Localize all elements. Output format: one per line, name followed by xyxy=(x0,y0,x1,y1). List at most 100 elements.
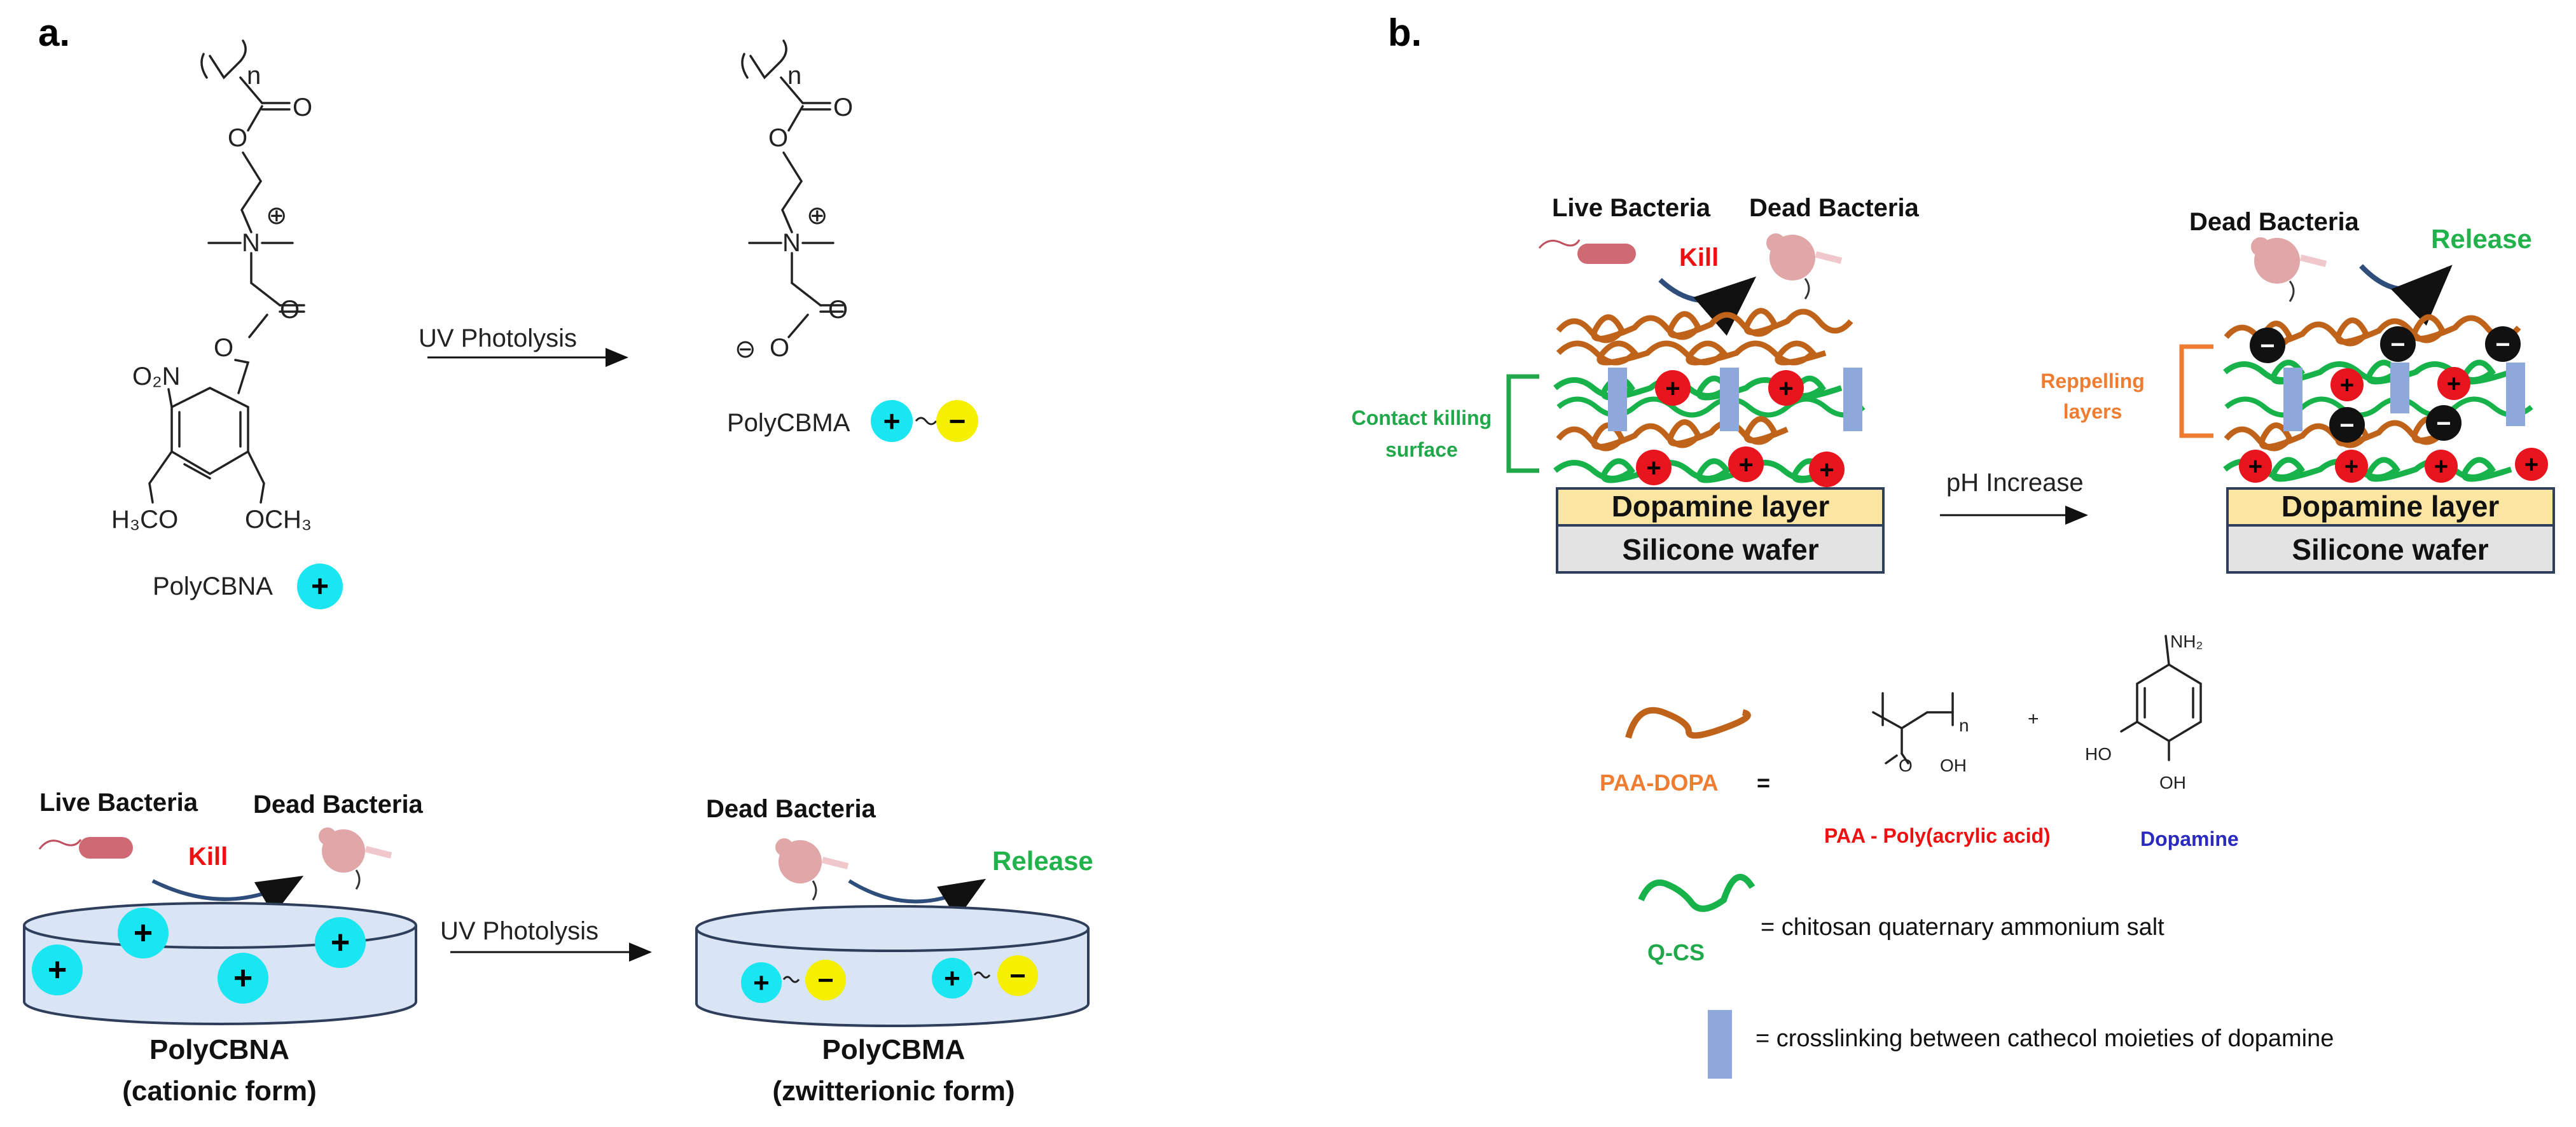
svg-text:+: + xyxy=(2524,452,2538,478)
repelling-bracket xyxy=(2179,344,2213,438)
live-bacterium-icon-b xyxy=(1538,239,1636,264)
svg-text:+: + xyxy=(2340,372,2354,399)
cbma-carbonyl-o1: O xyxy=(833,93,853,121)
release-label-a: Release xyxy=(992,846,1093,876)
svg-text:+: + xyxy=(2344,453,2358,480)
cbma-anion-o: O xyxy=(770,334,789,362)
svg-text:−: − xyxy=(2260,332,2275,360)
svg-text:−: − xyxy=(2495,331,2510,359)
live-bacteria-label-b: Live Bacteria xyxy=(1552,194,1711,222)
dead-bacteria-label-b-right: Dead Bacteria xyxy=(2189,208,2360,236)
paa-dopa-chain-swatch xyxy=(1625,707,1751,739)
contact-killing-label-2: surface xyxy=(1385,438,1458,461)
svg-text:+: + xyxy=(1819,456,1834,484)
caption-cationic-form: (cationic form) xyxy=(122,1075,317,1107)
legend-plus: + xyxy=(2028,709,2039,729)
dead-bacteria-label-a-right: Dead Bacteria xyxy=(706,795,876,823)
svg-text:Silicone wafer: Silicone wafer xyxy=(2292,533,2488,566)
svg-text:−: − xyxy=(1009,960,1026,992)
cbna-ester-o2: O xyxy=(214,334,233,362)
svg-text:Dopamine layer: Dopamine layer xyxy=(2282,490,2500,523)
qcs-chain-swatch xyxy=(1638,874,1755,912)
svg-text:−: − xyxy=(817,965,834,996)
cbna-methoxy-right: OCH₃ xyxy=(245,506,312,534)
kill-arrow-a xyxy=(151,875,304,916)
live-bacterium-icon-a xyxy=(38,837,133,859)
dopamine-name: Dopamine xyxy=(2140,827,2239,850)
caption-zwitterionic-form: (zwitterionic form) xyxy=(772,1075,1014,1107)
svg-text:−: − xyxy=(949,404,966,438)
live-bacteria-label-a: Live Bacteria xyxy=(39,789,198,817)
svg-text:Silicone wafer: Silicone wafer xyxy=(1622,533,1818,566)
svg-text:+: + xyxy=(1778,375,1793,403)
petri-dish-cationic: + + + + xyxy=(23,902,417,1025)
svg-text:+: + xyxy=(233,960,253,997)
svg-text:+: + xyxy=(1738,451,1753,479)
repelling-label-1: Reppelling xyxy=(2040,370,2145,392)
qcs-description: = chitosan quaternary ammonium salt xyxy=(1761,914,2164,941)
svg-text:HO: HO xyxy=(2085,744,2112,764)
paa-name: PAA - Poly(acrylic acid) xyxy=(1824,824,2051,847)
svg-text:Dopamine layer: Dopamine layer xyxy=(1612,490,1830,523)
svg-text:+: + xyxy=(1646,454,1661,482)
panel-a-label: a. xyxy=(38,11,70,54)
silicone-wafer-left: Silicone wafer xyxy=(1556,524,1885,574)
dopamine-layer-right: Dopamine layer xyxy=(2226,487,2555,527)
panel-b-label: b. xyxy=(1388,11,1422,54)
cbma-n-subscript: n xyxy=(787,62,801,90)
crosslink-description: = crosslinking between cathecol moieties… xyxy=(1755,1025,2334,1052)
svg-text:O: O xyxy=(1899,756,1913,775)
cbma-plus-charge: ⊕ xyxy=(807,202,828,230)
cbma-ester-o1: O xyxy=(768,124,788,152)
polycbna-charge-badge: + xyxy=(297,564,343,609)
crosslink-swatch xyxy=(1708,1010,1732,1079)
cbna-carbonyl-o2: O xyxy=(280,296,300,324)
kill-label-a: Kill xyxy=(188,843,228,871)
cbna-carbonyl-o1: O xyxy=(293,93,312,121)
cbma-carbonyl-o2: O xyxy=(828,296,848,324)
svg-text:+: + xyxy=(1665,375,1680,403)
svg-text:+: + xyxy=(331,924,350,961)
repelling-label-2: layers xyxy=(2063,400,2122,423)
uv-photolysis-label-bottom: UV Photolysis xyxy=(440,917,599,945)
svg-text:+: + xyxy=(753,967,770,999)
polycbma-structure: n O O N ⊕ O O ⊖ xyxy=(735,39,853,363)
release-arrow-a xyxy=(848,878,987,920)
dead-bacterium-icon-b-right xyxy=(2251,237,2327,302)
cbma-minus-charge: ⊖ xyxy=(735,335,756,363)
svg-text:+: + xyxy=(311,570,329,604)
cbna-ester-o1: O xyxy=(228,124,247,152)
svg-text:+: + xyxy=(48,951,67,988)
caption-polycbna: PolyCBNA xyxy=(149,1034,289,1065)
polymer-layers-right: − − − + + − − + + + + xyxy=(2223,314,2548,483)
svg-text:−: − xyxy=(2436,410,2451,438)
dead-bacterium-icon-a-right xyxy=(775,838,849,901)
svg-text:+: + xyxy=(2248,453,2262,480)
ph-increase-label: pH Increase xyxy=(1946,469,2084,497)
uv-photolysis-label-top: UV Photolysis xyxy=(419,324,577,352)
dead-bacterium-icon-a-left xyxy=(319,827,392,890)
svg-text:+: + xyxy=(134,915,153,951)
polycbma-name: PolyCBMA xyxy=(727,409,850,437)
dead-bacterium-icon-b-left xyxy=(1766,233,1843,300)
svg-text:n: n xyxy=(1959,716,1969,735)
svg-text:−: − xyxy=(2339,411,2354,439)
petri-dish-zwitterionic: + − + − xyxy=(695,905,1090,1027)
release-arrow-b xyxy=(2359,264,2453,326)
svg-text:+: + xyxy=(944,963,960,994)
polycbna-name: PolyCBNA xyxy=(153,572,273,600)
qcs-label: Q-CS xyxy=(1647,939,1705,965)
caption-polycbma: PolyCBMA xyxy=(822,1034,966,1065)
svg-text:OH: OH xyxy=(1940,756,1967,775)
svg-text:+: + xyxy=(2447,371,2461,398)
kill-label-b: Kill xyxy=(1679,244,1719,272)
silicone-wafer-right: Silicone wafer xyxy=(2226,524,2555,574)
release-label-b: Release xyxy=(2431,224,2532,254)
polycbma-zwitterion-badge: + − xyxy=(871,400,978,442)
dopamine-structure: NH₂ HO OH xyxy=(2085,632,2203,792)
polycbna-structure: n O O N ⊕ O O O₂N H₃CO OCH₃ xyxy=(111,39,312,534)
cbna-plus-charge: ⊕ xyxy=(266,202,287,230)
contact-killing-label-1: Contact killing xyxy=(1352,406,1492,429)
cbna-n-subscript: n xyxy=(247,62,261,90)
svg-text:−: − xyxy=(2390,331,2405,359)
